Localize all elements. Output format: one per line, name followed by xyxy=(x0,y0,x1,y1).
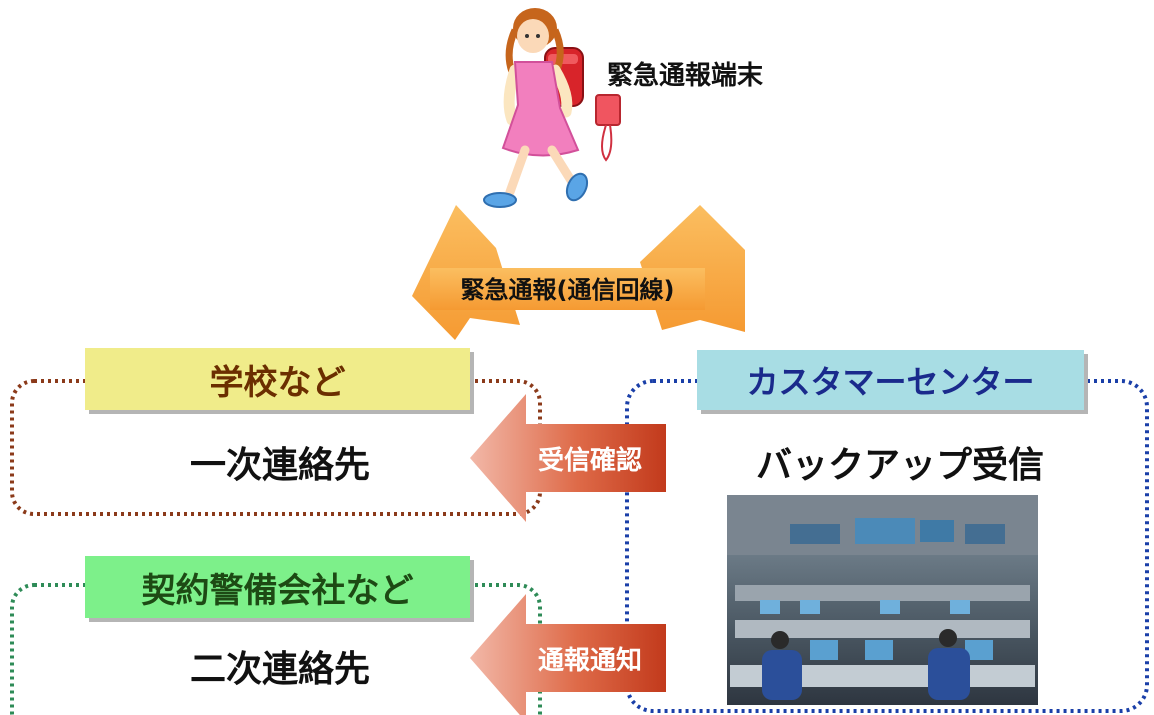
alert-label: 緊急通報(通信回線) xyxy=(460,276,675,304)
notify-arrow-label: 通報通知 xyxy=(537,646,642,676)
receipt-arrow-label: 受信確認 xyxy=(537,446,642,476)
center-title: カスタマーセンター xyxy=(697,350,1084,410)
terminal-device-illustration xyxy=(595,94,621,162)
school-title: 学校など xyxy=(85,348,470,410)
control-room-photo xyxy=(727,495,1038,705)
alert-arrow-band xyxy=(430,268,705,310)
notify-arrow xyxy=(470,594,666,715)
girl-illustration xyxy=(483,8,589,208)
school-role-text: 一次連絡先 xyxy=(189,445,370,486)
terminal-label: 緊急通報端末 xyxy=(607,61,764,91)
security-title: 契約警備会社など xyxy=(85,556,470,618)
center-role-text: バックアップ受信 xyxy=(755,445,1044,486)
security-role-text: 二次連絡先 xyxy=(189,649,370,690)
receipt-arrow xyxy=(470,394,666,522)
